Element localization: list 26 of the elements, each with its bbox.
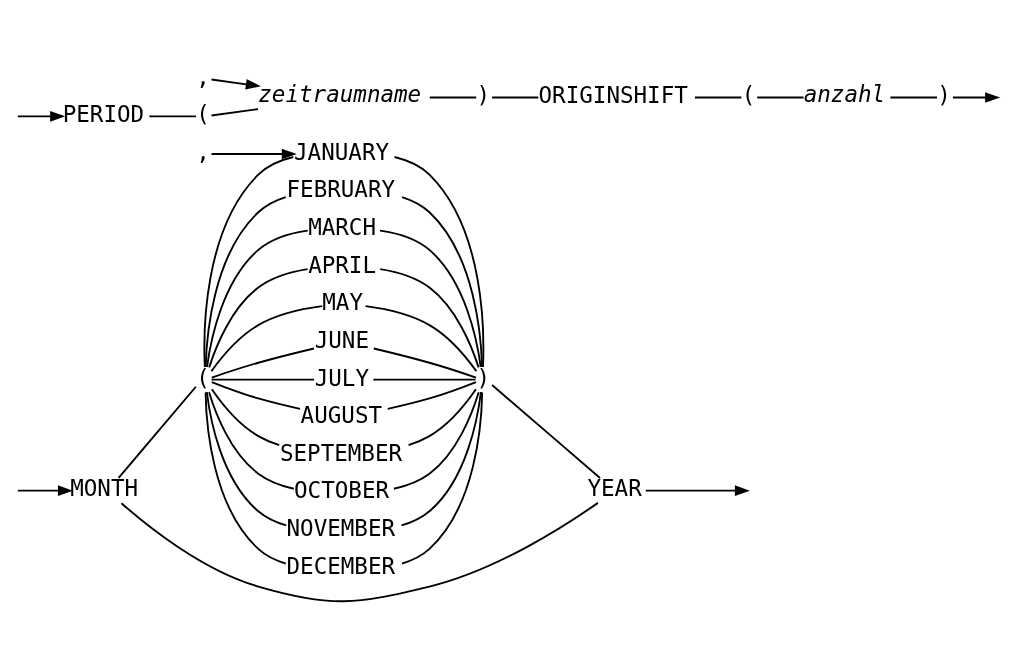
node-text: )	[476, 364, 491, 391]
node-text: JANUARY	[294, 138, 390, 165]
node-text: FEBRUARY	[286, 176, 396, 203]
node-text: MAY	[322, 289, 363, 316]
node-text: ORIGINSHIFT	[538, 82, 688, 109]
node-text: ,	[196, 63, 210, 90]
node-text: SEPTEMBER	[279, 439, 403, 466]
node-text: )	[937, 82, 951, 109]
node-text: ,	[196, 138, 210, 165]
node-text: APRIL	[308, 251, 377, 278]
node-text: )	[476, 82, 491, 109]
node-text: DECEMBER	[286, 552, 396, 579]
node-text: AUGUST	[300, 402, 383, 429]
node-text: JULY	[314, 364, 370, 391]
node-text: (	[741, 82, 756, 109]
node-text: anzahl	[803, 80, 886, 107]
node-text: JUNE	[314, 326, 370, 353]
node-text: YEAR	[587, 475, 642, 502]
node-text: MONTH	[70, 475, 139, 502]
node-text: (	[196, 101, 210, 128]
node-text: OCTOBER	[294, 477, 390, 504]
node-text: NOVEMBER	[286, 514, 396, 541]
node-text: zeitraumname	[258, 80, 422, 107]
node-text: MARCH	[308, 214, 377, 241]
node-text: (	[196, 364, 210, 391]
node-text: PERIOD	[62, 101, 145, 128]
